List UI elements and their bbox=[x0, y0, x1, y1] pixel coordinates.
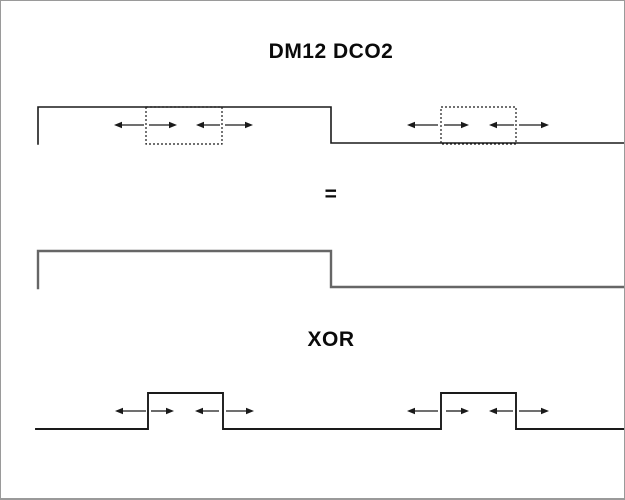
arrow-left-icon bbox=[196, 121, 204, 129]
arrow-left-icon bbox=[114, 121, 122, 129]
arrow-left-icon bbox=[489, 121, 497, 129]
arrow-left-icon bbox=[407, 121, 415, 129]
arrow-right-icon bbox=[246, 407, 254, 415]
pulse-width-range-box bbox=[440, 106, 517, 145]
arrow-right-icon bbox=[541, 121, 549, 129]
arrow-right-icon bbox=[461, 407, 469, 415]
arrow-left-icon bbox=[407, 407, 415, 415]
arrow-right-icon bbox=[461, 121, 469, 129]
equals-operator: = bbox=[324, 183, 338, 206]
page-title: DM12 DCO2 bbox=[268, 40, 394, 63]
dco2-pulse-width-modulated-wave bbox=[37, 106, 624, 145]
base-square-wave bbox=[36, 249, 624, 290]
arrow-left-icon bbox=[489, 407, 497, 415]
waveform-trace bbox=[37, 106, 624, 145]
arrow-right-icon bbox=[245, 121, 253, 129]
arrow-left-icon bbox=[115, 407, 123, 415]
arrow-left-icon bbox=[195, 407, 203, 415]
xor-label: XOR bbox=[307, 328, 355, 351]
arrow-right-icon bbox=[541, 407, 549, 415]
waveform-trace bbox=[35, 392, 624, 430]
waveform-trace bbox=[36, 249, 624, 290]
arrow-right-icon bbox=[169, 121, 177, 129]
xor-difference-pulse-wave bbox=[35, 392, 624, 430]
arrow-right-icon bbox=[166, 407, 174, 415]
